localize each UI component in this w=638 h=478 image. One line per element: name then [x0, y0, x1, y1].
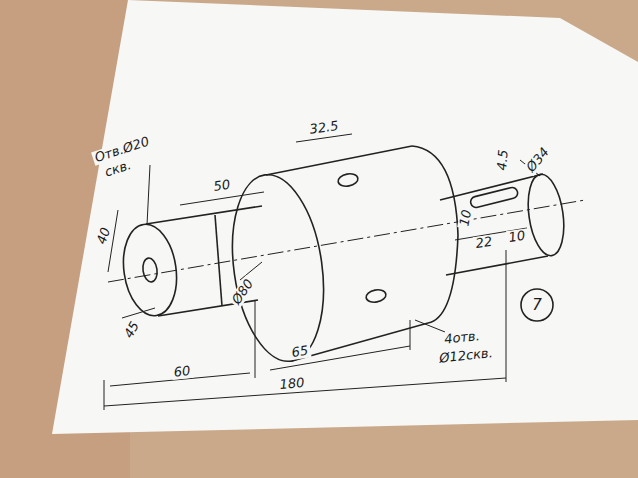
dimension-text: 4.5: [495, 147, 511, 173]
dimension-text: 60: [171, 364, 193, 380]
sheet-number: 7: [530, 297, 544, 314]
dimension-text: 180: [277, 376, 307, 393]
part-outline: [108, 146, 585, 367]
dimension-lines: [104, 134, 540, 410]
paper-sheet: [52, 0, 638, 434]
dimension-text: 10: [506, 228, 528, 245]
dimension-text: 65: [289, 343, 311, 360]
dimension-text: 50: [211, 177, 233, 194]
dimension-text: 22: [473, 234, 495, 251]
